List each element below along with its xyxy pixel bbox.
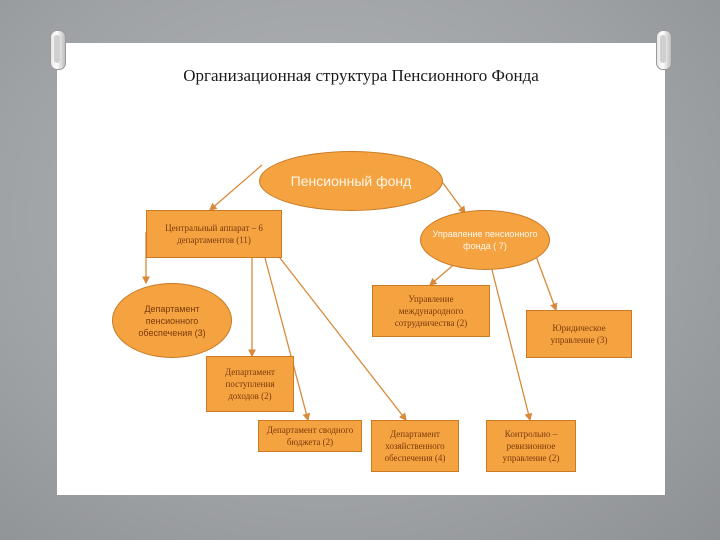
node-intl-cooperation: Управление международного сотрудничества… bbox=[372, 285, 490, 337]
node-central-apparatus-label: Центральный аппарат – 6 департаментов (1… bbox=[165, 223, 263, 245]
node-central-apparatus: Центральный аппарат – 6 департаментов (1… bbox=[146, 210, 282, 258]
edge-central-economic bbox=[279, 257, 407, 422]
edge-central-budget bbox=[264, 257, 311, 422]
node-dept-receipts-label: Департамент поступления доходов (2) bbox=[225, 367, 275, 401]
node-fund-management-label: Управление пенсионного фонда ( 7) bbox=[432, 229, 538, 251]
node-dept-pension-provision: Департамент пенсионного обеспечения (3) bbox=[112, 283, 232, 358]
node-legal-department: Юридическое управление (3) bbox=[526, 310, 632, 358]
node-dept-economic-label: Департамент хозяйственного обеспечения (… bbox=[384, 429, 446, 463]
node-intl-cooperation-label: Управление международного сотрудничества… bbox=[394, 294, 468, 328]
node-pension-fund: Пенсионный фонд bbox=[259, 151, 443, 211]
paper-clip-right bbox=[656, 30, 672, 70]
node-legal-department-label: Юридическое управление (3) bbox=[550, 323, 608, 345]
edge-management-control bbox=[489, 261, 533, 422]
node-dept-economic: Департамент хозяйственного обеспечения (… bbox=[371, 420, 459, 472]
node-dept-receipts: Департамент поступления доходов (2) bbox=[206, 356, 294, 412]
slide-title: Организационная структура Пенсионного Фо… bbox=[183, 66, 539, 85]
node-control-audit-label: Контрольно – ревизионное управление (2) bbox=[502, 429, 560, 463]
node-dept-budget: Департамент сводного бюджета (2) bbox=[258, 420, 362, 452]
node-fund-management: Управление пенсионного фонда ( 7) bbox=[420, 210, 550, 270]
node-control-audit: Контрольно – ревизионное управление (2) bbox=[486, 420, 576, 472]
edge-root-central bbox=[209, 164, 263, 211]
slide-paper bbox=[57, 43, 665, 495]
node-pension-fund-label: Пенсионный фонд bbox=[290, 173, 412, 189]
paper-clip-left bbox=[50, 30, 66, 70]
node-dept-budget-label: Департамент сводного бюджета (2) bbox=[266, 425, 354, 447]
node-dept-pension-provision-label: Департамент пенсионного обеспечения (3) bbox=[138, 303, 206, 338]
